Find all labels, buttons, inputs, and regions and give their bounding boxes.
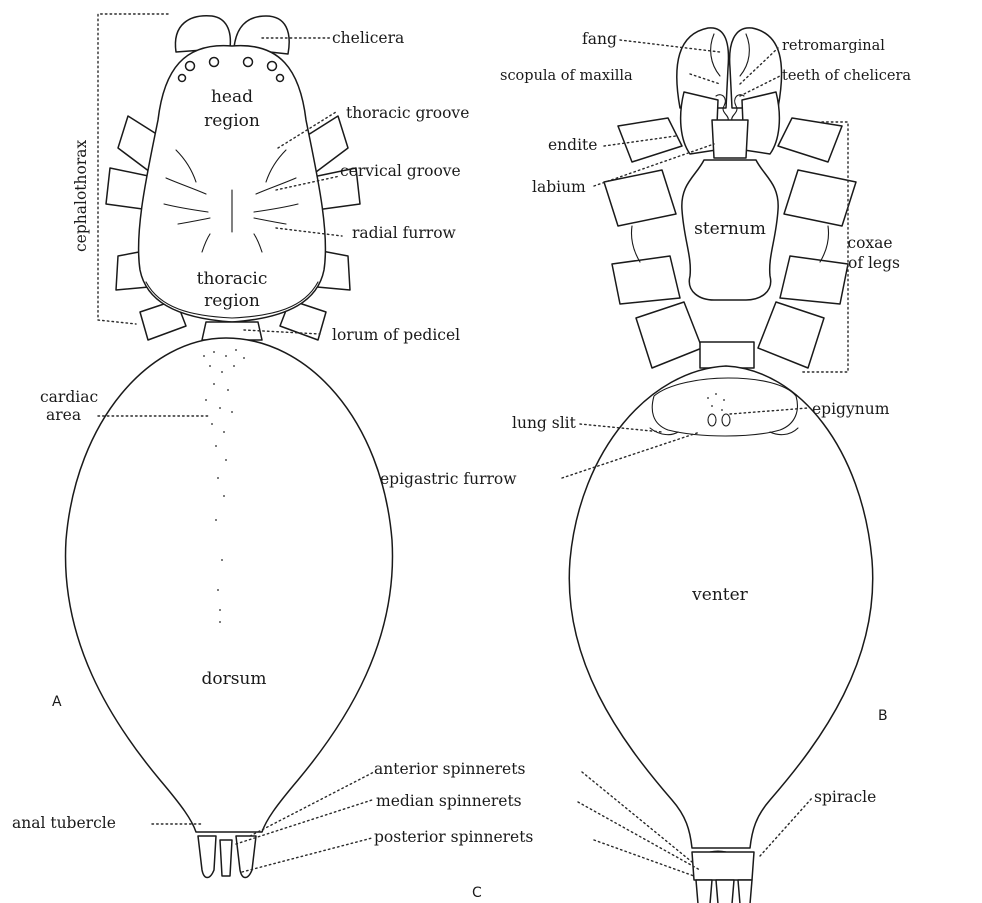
label-sternum: sternum bbox=[694, 219, 766, 239]
label-fang: fang bbox=[582, 30, 617, 48]
label-cephalothorax: cephalothorax bbox=[72, 140, 90, 252]
label-venter: venter bbox=[691, 585, 749, 605]
label-endite: endite bbox=[548, 136, 597, 154]
dorsal-abdomen bbox=[66, 338, 393, 832]
label-radial-furrow: radial furrow bbox=[352, 224, 457, 242]
label-head-region: region bbox=[204, 111, 260, 131]
label-cardiac: cardiac bbox=[40, 388, 98, 406]
label-thoracic: thoracic bbox=[197, 269, 268, 289]
label-thoracic-groove: thoracic groove bbox=[346, 104, 469, 122]
panel-label-c: C bbox=[472, 885, 482, 901]
label-area: area bbox=[46, 406, 81, 424]
label-teeth-of-chelicera: teeth of chelicera bbox=[782, 68, 911, 84]
label-spiracle: spiracle bbox=[814, 788, 876, 806]
label-chelicera: chelicera bbox=[332, 29, 404, 47]
dorsal-spinnerets bbox=[196, 832, 262, 878]
ventral-abdomen bbox=[569, 366, 872, 848]
label-thoracic-region: region bbox=[204, 291, 260, 311]
label-lung-slit: lung slit bbox=[512, 414, 577, 432]
label-epigynum: epigynum bbox=[812, 400, 890, 418]
label-cervical-groove: cervical groove bbox=[340, 162, 461, 180]
label-posterior-spinnerets: posterior spinnerets bbox=[374, 828, 533, 846]
label-retromarginal: retromarginal bbox=[782, 38, 885, 54]
panel-label-b: B bbox=[878, 708, 888, 724]
label-median-spinnerets: median spinnerets bbox=[376, 792, 522, 810]
label-lorum-of-pedicel: lorum of pedicel bbox=[332, 326, 460, 344]
label-of-legs: of legs bbox=[848, 254, 900, 272]
label-head: head bbox=[211, 87, 253, 107]
label-anterior-spinnerets: anterior spinnerets bbox=[374, 760, 525, 778]
label-anal-tubercle: anal tubercle bbox=[12, 814, 116, 832]
ventral-spinnerets bbox=[692, 851, 754, 903]
dorsal-view bbox=[66, 16, 393, 878]
label-labium: labium bbox=[532, 178, 586, 196]
ventral-view bbox=[569, 28, 872, 903]
labium bbox=[712, 120, 748, 158]
label-coxae: coxae bbox=[847, 234, 892, 252]
label-epigastric-furrow: epigastric furrow bbox=[380, 470, 517, 488]
panel-label-a: A bbox=[52, 694, 62, 710]
label-scopula-of-maxilla: scopula of maxilla bbox=[500, 68, 633, 84]
ventral-pedicel bbox=[700, 342, 754, 368]
label-dorsum: dorsum bbox=[201, 669, 266, 689]
